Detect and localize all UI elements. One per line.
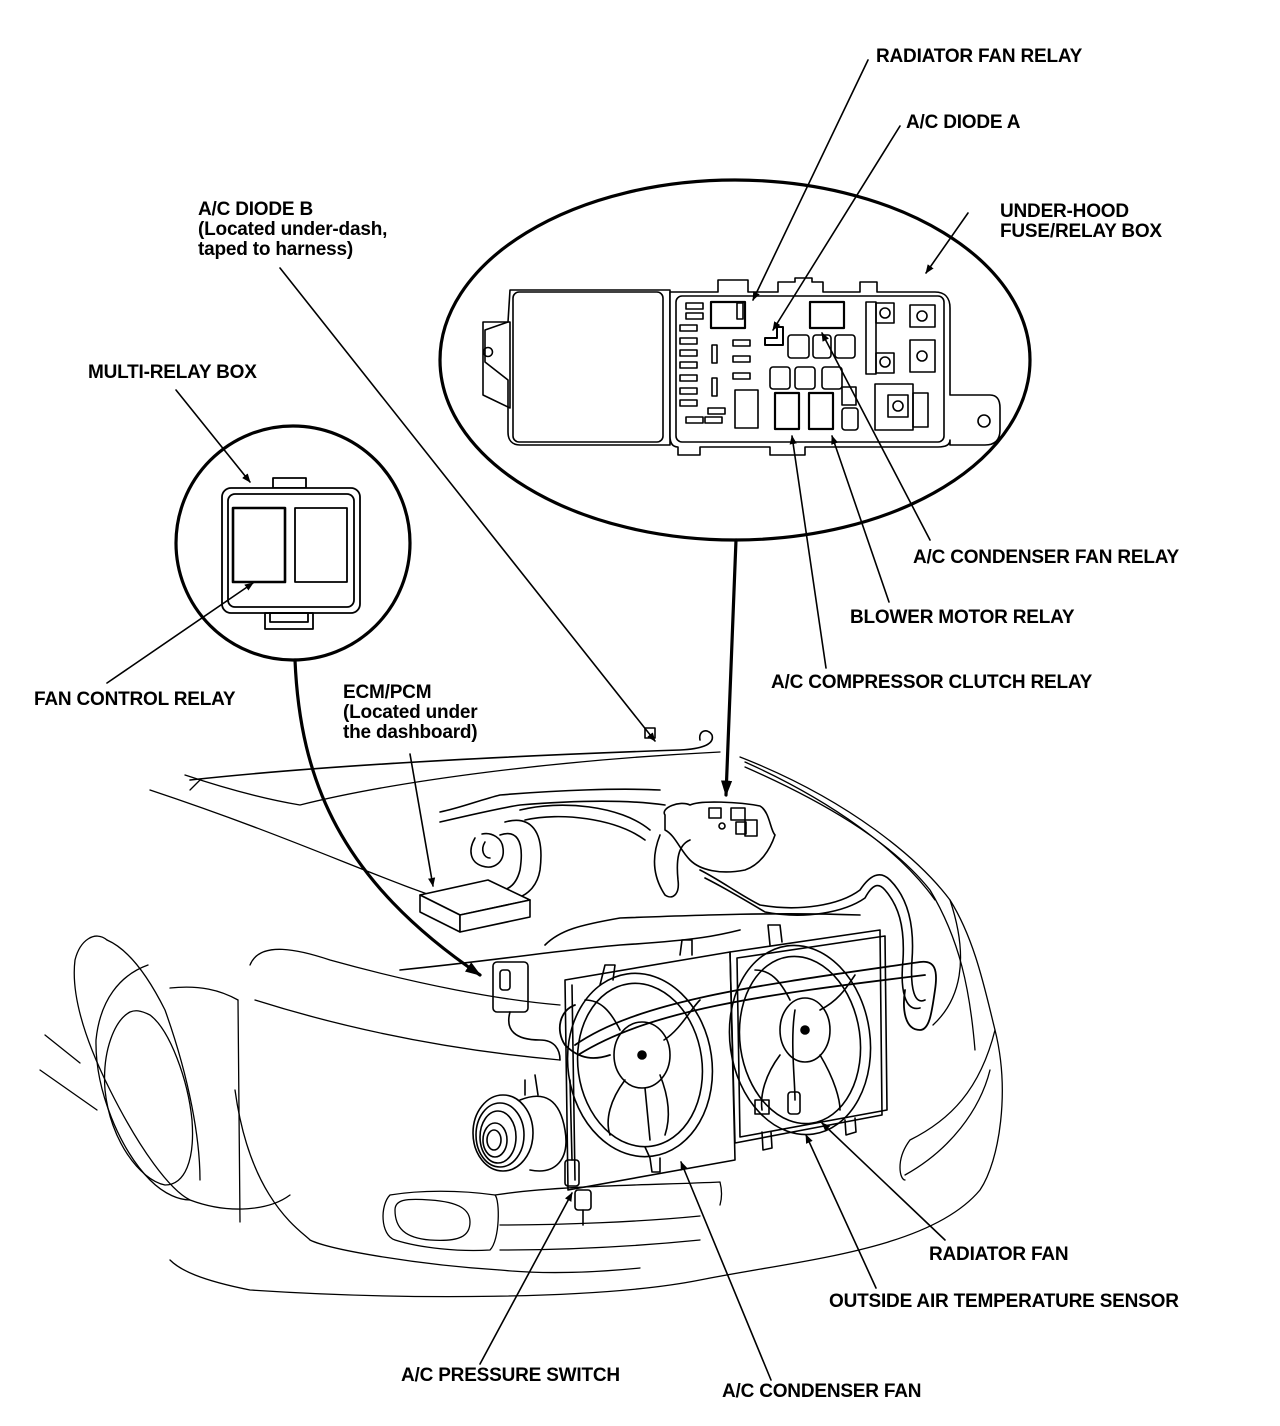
fan-control-relay-module	[493, 962, 560, 1060]
leader-ac-pressure-switch	[480, 1193, 572, 1364]
engine-bay	[190, 728, 925, 1008]
leader-ac-condenser-fan-relay	[822, 333, 930, 540]
ac-compressor	[473, 1075, 566, 1171]
label-under-hood-box-line1: UNDER-HOOD	[1000, 201, 1129, 222]
label-ac-diode-b-title: A/C DIODE B	[198, 199, 313, 220]
ecm-pcm-box	[420, 880, 530, 932]
radiator-hoses	[560, 962, 936, 1058]
blower-motor-relay-socket	[809, 393, 833, 429]
ac-compressor-clutch-relay-socket	[775, 393, 799, 429]
label-ecm-pcm: ECM/PCM (Located under the dashboard)	[343, 682, 478, 743]
connector-multi-relay-to-car	[295, 660, 480, 975]
ac-pressure-switch	[565, 1080, 591, 1225]
label-ac-diode-b: A/C DIODE B (Located under-dash, taped t…	[198, 200, 387, 260]
under-hood-fuse-box-callout	[440, 180, 1030, 540]
label-ecm-pcm-title: ECM/PCM	[343, 682, 432, 703]
label-fan-control-relay: FAN CONTROL RELAY	[34, 689, 236, 710]
leader-blower-motor-relay	[832, 435, 889, 602]
leader-ecm-pcm	[410, 754, 436, 887]
radiator-fan-relay-socket	[711, 302, 745, 328]
connector-fuse-box-to-car	[720, 540, 736, 795]
leader-radiator-fan-relay	[753, 60, 868, 301]
label-under-hood-box: UNDER-HOOD FUSE/RELAY BOX	[1000, 202, 1162, 242]
label-ecm-pcm-line3: the dashboard)	[343, 722, 478, 743]
label-ac-condenser-fan-relay: A/C CONDENSER FAN RELAY	[913, 547, 1180, 568]
ac-condenser-fan-relay-socket	[810, 302, 844, 328]
label-radiator-fan-relay: RADIATOR FAN RELAY	[876, 46, 1083, 67]
leader-radiator-fan	[822, 1123, 945, 1240]
leader-ac-diode-b	[280, 268, 655, 741]
label-outside-air-temp-sensor: OUTSIDE AIR TEMPERATURE SENSOR	[829, 1291, 1179, 1312]
label-blower-motor-relay: BLOWER MOTOR RELAY	[850, 607, 1075, 628]
ac-condenser-fan-assembly	[556, 940, 735, 1190]
callout-connectors	[295, 540, 736, 975]
leader-ac-diode-a	[773, 126, 900, 330]
leader-ac-condenser-fan	[681, 1161, 771, 1380]
label-ecm-pcm-line2: (Located under	[343, 702, 478, 723]
radiator-fan-assembly	[717, 925, 887, 1150]
label-ac-pressure-switch: A/C PRESSURE SWITCH	[401, 1365, 620, 1386]
leader-lines	[107, 60, 968, 1380]
leader-multi-relay-box	[176, 390, 250, 482]
label-multi-relay-box: MULTI-RELAY BOX	[88, 362, 257, 383]
leader-outside-air-temp-sensor	[806, 1134, 876, 1288]
label-ac-diode-b-line3: taped to harness)	[198, 239, 353, 260]
label-ac-diode-a: A/C DIODE A	[906, 112, 1021, 133]
leader-under-hood-box	[926, 213, 968, 273]
leader-fan-control-relay	[107, 583, 253, 683]
ac-diode-a-socket	[765, 327, 783, 345]
car-body-outline	[40, 752, 1002, 1297]
label-radiator-fan: RADIATOR FAN	[929, 1244, 1069, 1265]
label-under-hood-box-line2: FUSE/RELAY BOX	[1000, 221, 1162, 242]
label-ac-condenser-fan: A/C CONDENSER FAN	[722, 1381, 922, 1402]
multi-relay-box-callout	[176, 426, 410, 660]
leader-ac-compressor-clutch-relay	[789, 435, 826, 668]
label-ac-compressor-clutch-relay: A/C COMPRESSOR CLUTCH RELAY	[771, 672, 1093, 693]
fan-control-relay-socket	[233, 508, 285, 582]
label-ac-diode-b-line2: (Located under-dash,	[198, 219, 388, 240]
